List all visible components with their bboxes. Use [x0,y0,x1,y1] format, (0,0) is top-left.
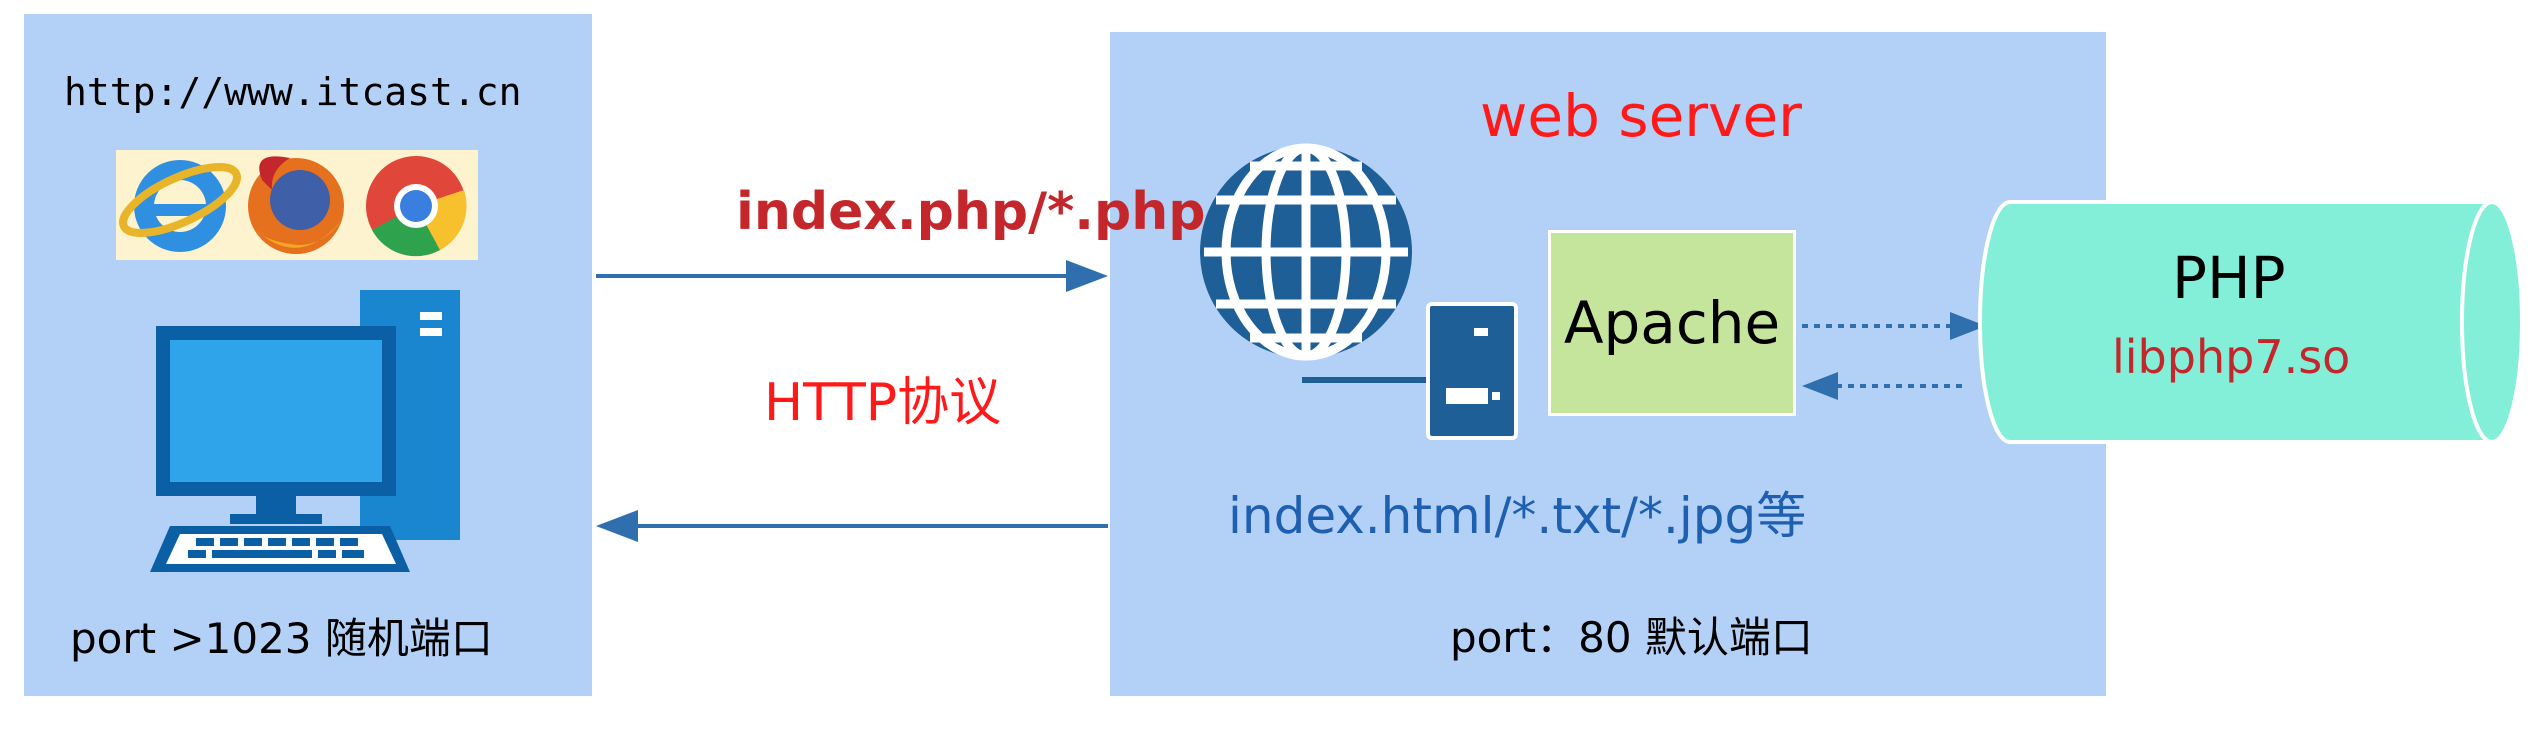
static-files-label: index.html/*.txt/*.jpg等 [1228,487,1807,545]
request-arrow [596,260,1108,292]
server-title: web server [1480,82,1802,150]
php-cylinder [1978,200,2524,444]
globe-icon [1200,143,1412,361]
php-to-apache-arrow [1802,372,1962,400]
firefox-icon [248,156,344,254]
apache-label: Apache [1563,289,1781,357]
ie-icon [119,160,241,252]
php-module: libphp7.so [2112,330,2351,384]
php-name: PHP [2172,244,2286,312]
server-tower-icon [1302,302,1518,440]
protocol-label: HTTP协议 [764,373,1002,433]
desktop-computer-icon [150,290,460,572]
apache-to-php-arrow [1802,312,1986,340]
request-label: index.php/*.php [736,182,1206,242]
client-url: http://www.itcast.cn [64,70,522,114]
apache-box: Apache [1548,230,1796,416]
browser-icons [116,150,478,260]
client-port-label: port >1023 随机端口 [70,614,493,663]
server-port-label: port：80 默认端口 [1450,613,1813,662]
chrome-icon [366,156,467,257]
response-arrow [596,510,1108,542]
